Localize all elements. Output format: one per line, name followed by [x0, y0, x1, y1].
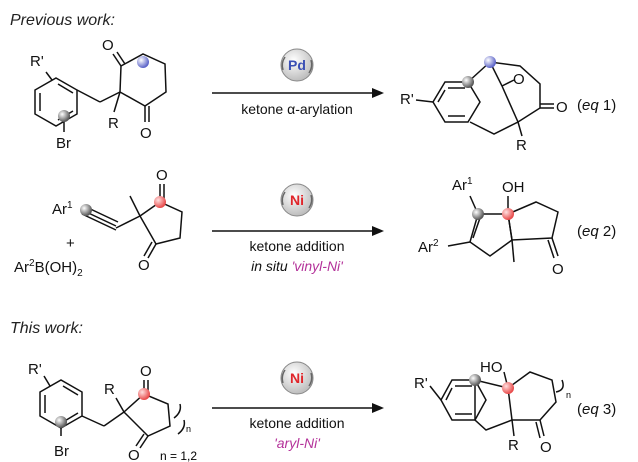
- eq3-sm-rprime-label: R': [28, 361, 42, 378]
- previous-work-heading: Previous work:: [10, 12, 115, 29]
- eq1-arrow: [212, 88, 384, 98]
- eq1-sm-o1-label: O: [102, 37, 114, 54]
- eq3-sm-aryl-marker: [55, 416, 67, 428]
- eq3-sm-o1-label: O: [140, 363, 152, 380]
- eq3-condition: ketone addition: [250, 415, 345, 431]
- eq3-prod-n: n: [566, 390, 571, 400]
- eq1-prod-aryl-marker: [462, 76, 474, 88]
- eq1-label: (eq 1): [577, 97, 616, 114]
- eq2-arrow: [212, 226, 384, 236]
- eq1-sm-br-label: Br: [56, 135, 71, 152]
- eq2-label: (eq 2): [577, 223, 616, 240]
- eq3-starting-material: R' Br R O O n n = 1,2: [28, 361, 197, 462]
- eq3-catalyst-badge: Ni: [280, 361, 314, 395]
- eq3-product: R' HO n R O: [414, 359, 571, 456]
- eq2-condition2: in situ 'vinyl-Ni': [251, 258, 344, 274]
- eq1-starting-material: R' Br O O R: [30, 37, 167, 152]
- eq3-prod-carbinol-marker: [502, 382, 514, 394]
- eq3-sm-br-label: Br: [54, 443, 69, 460]
- eq1-catalyst-label: Pd: [288, 57, 306, 73]
- eq3-sm-r-label: R: [104, 381, 115, 398]
- eq1-condition: ketone α-arylation: [241, 101, 353, 117]
- eq3-condition2: 'aryl-Ni': [274, 435, 321, 451]
- eq3-prod-r-label: R: [508, 437, 519, 454]
- eq3-sm-sub-n: n: [186, 424, 191, 434]
- eq2-condition: ketone addition: [250, 238, 345, 254]
- eq3-catalyst-label: Ni: [290, 370, 304, 386]
- eq2-sm-alkyne-marker: [80, 204, 92, 216]
- eq1-prod-r-label: R: [516, 137, 527, 154]
- eq1-catalyst-badge: Pd: [280, 48, 314, 82]
- eq1-prod-o1-label: O: [513, 71, 525, 88]
- eq3-prod-o-label: O: [540, 439, 552, 456]
- eq2-product: OH Ar1 Ar2 O: [418, 176, 564, 278]
- eq1-sm-r-label: R: [108, 115, 119, 132]
- this-work-heading: This work:: [10, 320, 83, 337]
- eq2-prod-ar1-label: Ar1: [452, 176, 473, 194]
- eq3-prod-aryl-marker: [469, 374, 481, 386]
- eq3-sm-n-range: n = 1,2: [160, 449, 197, 462]
- eq1-product: R' O O R: [400, 61, 568, 154]
- eq1-sm-o2-label: O: [140, 125, 152, 142]
- eq1-prod-alpha-marker: [484, 56, 496, 68]
- eq1-prod-o2-label: O: [556, 99, 568, 116]
- eq2-sm-ar-label: Ar1: [52, 200, 73, 218]
- eq2-catalyst-label: Ni: [290, 192, 304, 208]
- eq3-arrow: [212, 403, 384, 413]
- eq3-sm-o2-label: O: [128, 447, 140, 462]
- eq3-prod-ho-label: HO: [480, 359, 503, 376]
- eq3-label: (eq 3): [577, 401, 616, 418]
- eq1-sm-rprime-label: R': [30, 53, 44, 70]
- eq2-sm-o2-label: O: [138, 257, 150, 274]
- eq3-sm-carbonyl-marker: [138, 388, 150, 400]
- eq2-prod-oh-label: OH: [502, 179, 525, 196]
- eq2-prod-o-label: O: [552, 261, 564, 278]
- eq2-catalyst-badge: Ni: [280, 183, 314, 217]
- eq2-plus: +: [66, 235, 75, 252]
- eq2-starting-material: Ar1 O O + Ar2B(OH)2: [14, 167, 183, 279]
- eq2-prod-ar2-label: Ar2: [418, 238, 439, 256]
- eq2-sm-carbonyl-marker: [154, 196, 166, 208]
- eq2-prod-vinyl-marker: [472, 208, 484, 220]
- eq1-sm-alpha-carbon-marker: [137, 56, 149, 68]
- eq2-prod-carbinol-marker: [502, 208, 514, 220]
- eq3-prod-rprime-label: R': [414, 375, 428, 392]
- eq1-prod-rprime-label: R': [400, 91, 414, 108]
- eq1-sm-aryl-carbon-marker: [58, 110, 70, 122]
- eq2-boronic-acid: Ar2B(OH)2: [14, 258, 83, 279]
- eq2-sm-o1-label: O: [156, 167, 168, 184]
